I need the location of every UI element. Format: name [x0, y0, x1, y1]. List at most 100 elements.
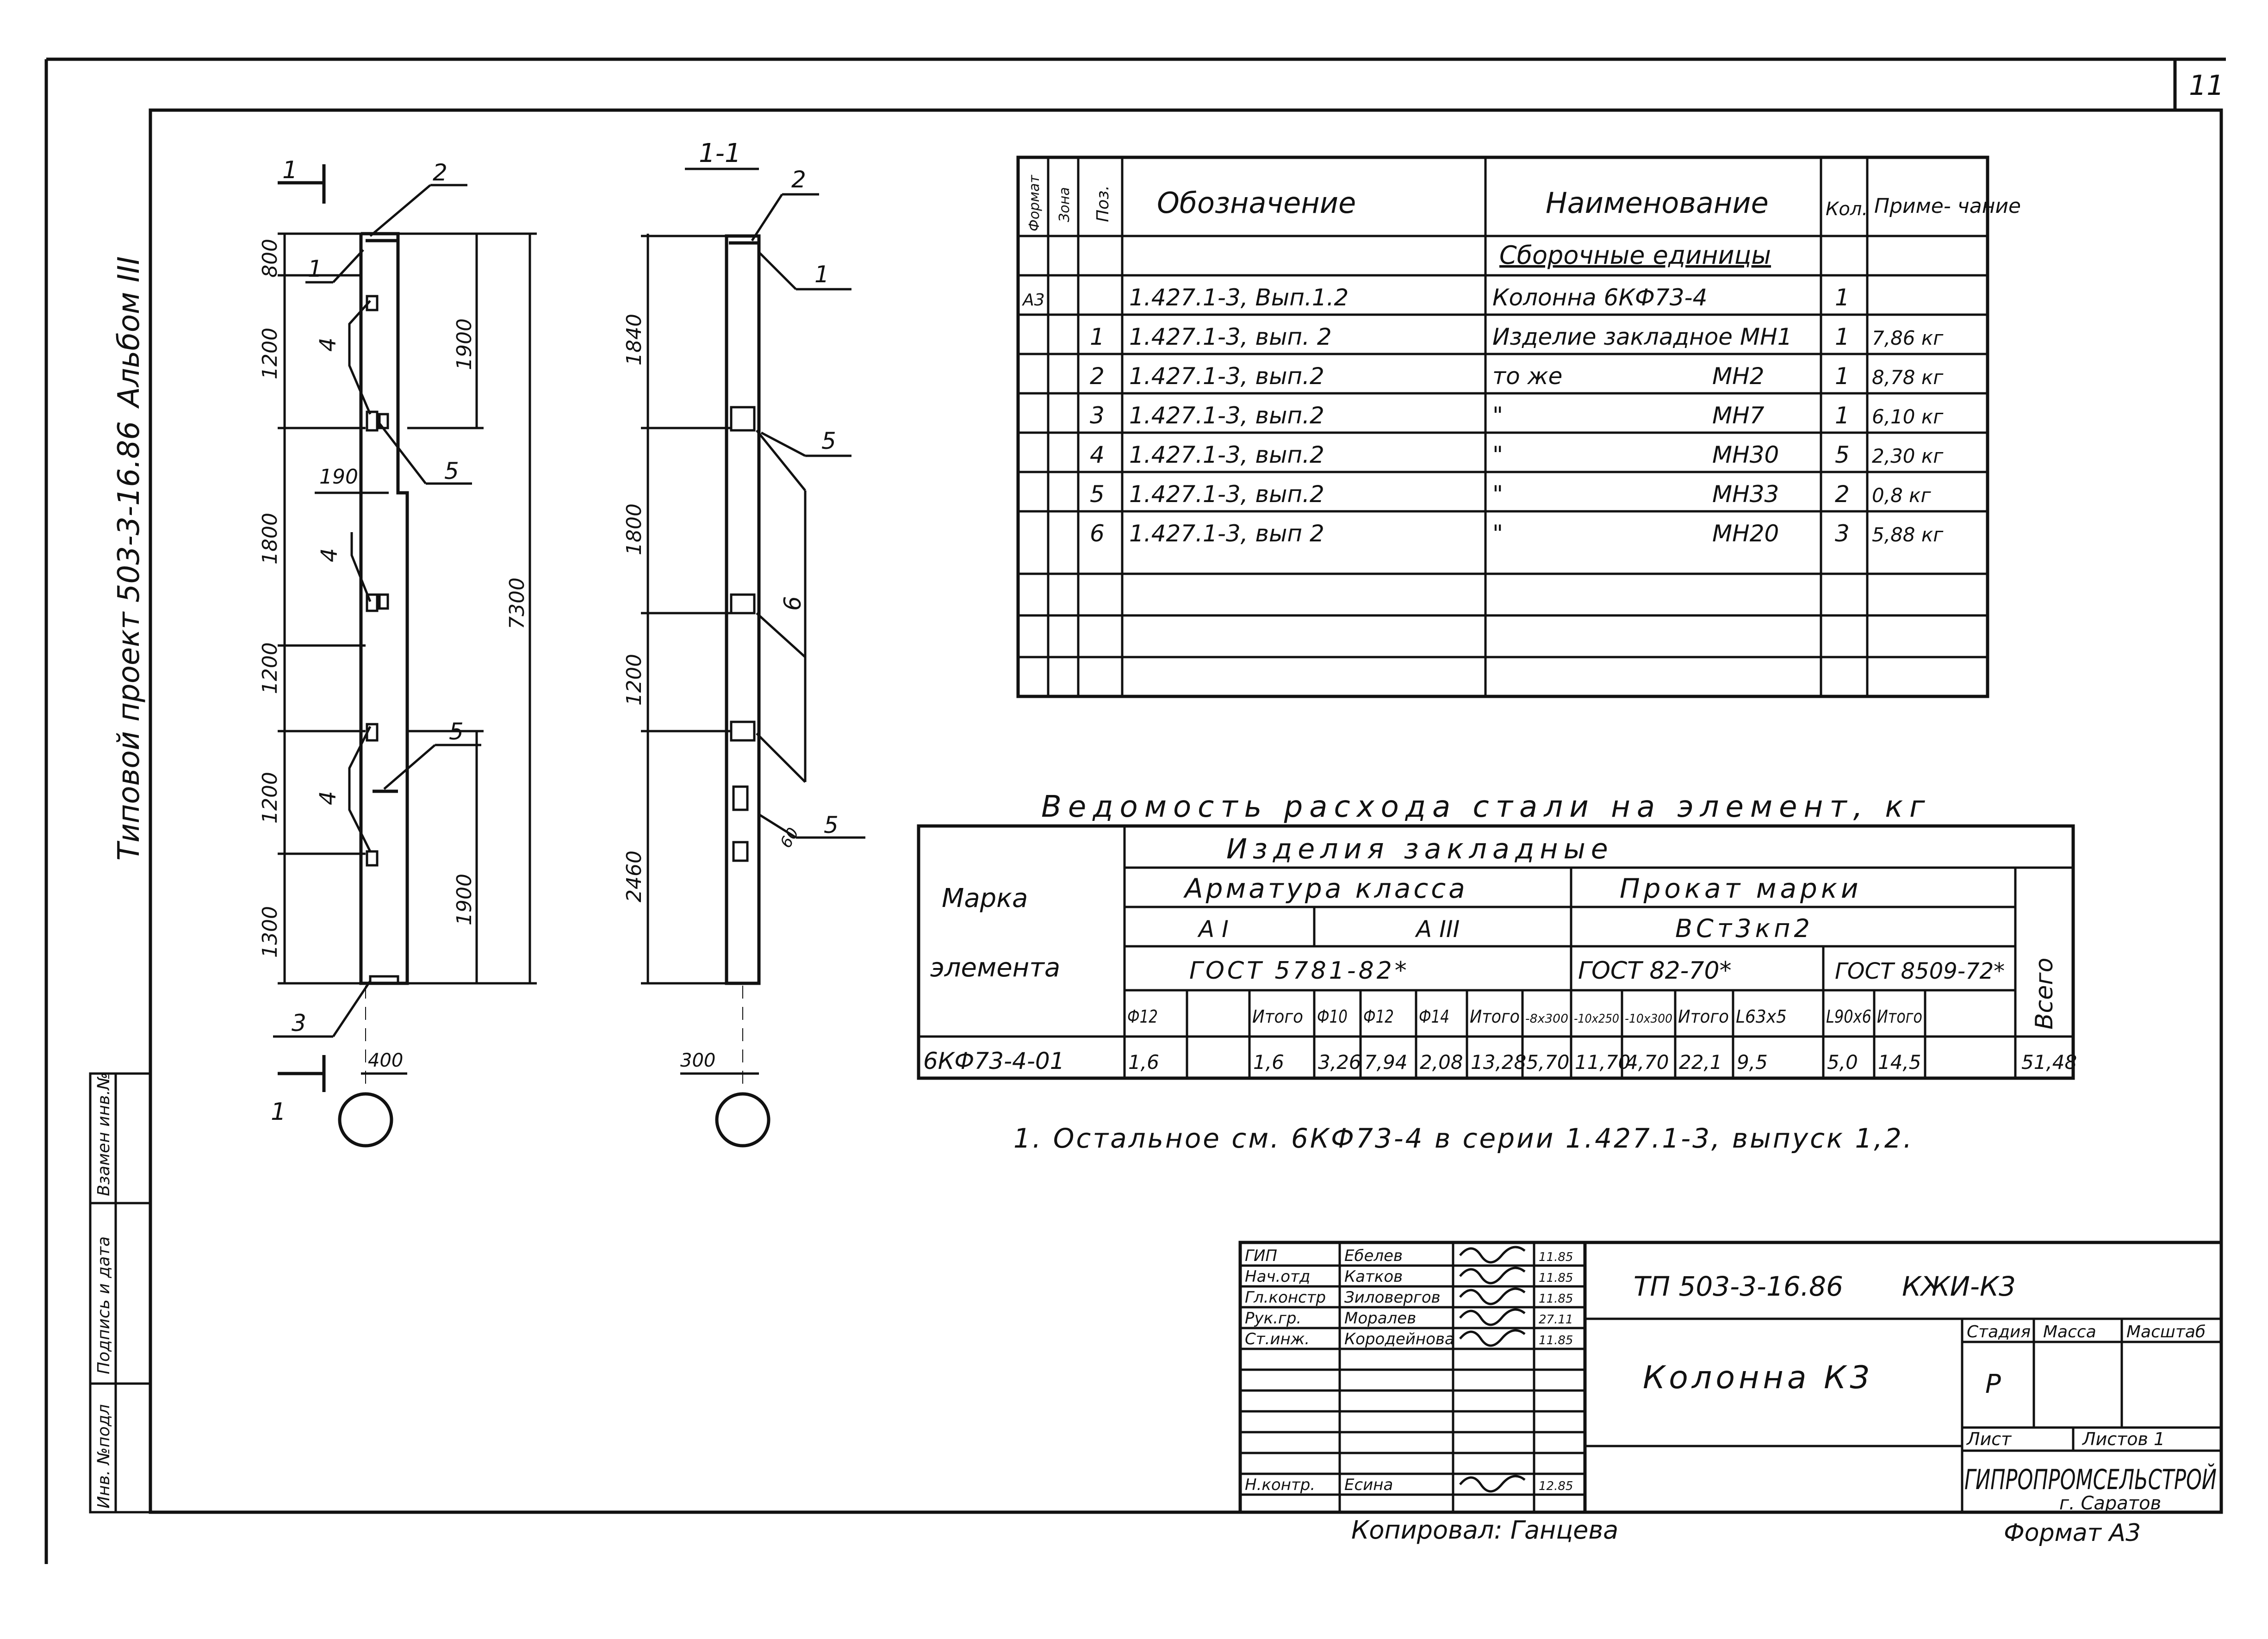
steel-gost1: ГОСТ 5781-82*	[1189, 957, 1410, 985]
spec-mark: МН33	[1712, 481, 1779, 508]
dim-300: 300	[680, 1050, 715, 1071]
callout-4c: 4	[315, 791, 341, 805]
steel-value: 1,6	[1128, 1051, 1159, 1074]
steel-value: 14,5	[1878, 1051, 1921, 1074]
spec-note: 6,10 кг	[1872, 405, 1944, 428]
signature-mark	[1459, 1287, 1526, 1305]
spec-name: "	[1492, 481, 1503, 508]
steel-col-header: L90х6	[1826, 1006, 1871, 1027]
left-margin: Альбом III Типовой проект 503-3-16.86 Ин…	[89, 256, 152, 1514]
signer-date: 11.85	[1539, 1250, 1573, 1264]
spec-code: 1.427.1-3, вып.2	[1129, 481, 1324, 508]
signer-name: Моралев	[1344, 1309, 1416, 1328]
spec-name: "	[1492, 402, 1503, 429]
steel-a1: А I	[1197, 916, 1229, 943]
signer-date: 27.11	[1539, 1313, 1573, 1327]
spec-rows: А3 1.427.1-3, Вып.1.2 Колонна 6КФ73-4 1 1 1.4…	[1022, 284, 1944, 547]
hdr-qty: Кол.	[1826, 199, 1868, 220]
signature-mark	[1459, 1266, 1526, 1285]
callout-4b: 4	[317, 548, 342, 562]
scale-header: Масштаб	[2126, 1322, 2206, 1341]
signer-role: ГИП	[1245, 1247, 1277, 1265]
steel-vst: ВСт3кп2	[1675, 914, 1814, 943]
signer-role: Ст.инж.	[1245, 1330, 1310, 1348]
format-label: Формат А3	[2004, 1519, 2141, 1547]
section-assembly-units: Сборочные единицы	[1499, 241, 1771, 270]
steel-value: 2,08	[1420, 1051, 1463, 1074]
section-mark-top: 1	[282, 156, 298, 184]
signer-date: 11.85	[1539, 1292, 1573, 1306]
column-section-view: 1-1 1840 1800 1200 2460 300 60 2 1 5	[622, 138, 865, 1148]
spec-name: Изделие закладное МН1	[1492, 323, 1792, 350]
steel-row-mark: 6КФ73-4-01	[923, 1048, 1065, 1074]
steel-col-header: Итого	[1877, 1006, 1922, 1027]
steel-value: 51,48	[2021, 1051, 2077, 1074]
dim-1800-sec: 1800	[622, 503, 646, 555]
spec-note: 7,86 кг	[1872, 327, 1944, 349]
spec-qty: 1	[1835, 402, 1850, 429]
dim-1200-sec: 1200	[622, 654, 646, 706]
spec-mark: МН7	[1712, 402, 1765, 429]
signer-name: Кородейнова	[1344, 1330, 1454, 1348]
signer-name: Зиловергов	[1344, 1288, 1441, 1307]
spec-code: 1.427.1-3, вып.2	[1129, 402, 1324, 429]
steel-table-title: Ведомость расхода стали на элемент, кг	[1041, 790, 1932, 824]
dim-1200-a: 1200	[258, 328, 282, 379]
steel-table: Ведомость расхода стали на элемент, кг Ф…	[917, 790, 2077, 1080]
signature-mark	[1459, 1329, 1526, 1347]
hdr-zone: Зона	[1056, 187, 1073, 222]
dim-2460: 2460	[622, 851, 646, 902]
dim-400: 400	[368, 1050, 403, 1071]
steel-izdelia: Изделия закладные	[1226, 833, 1614, 865]
dim-190: 190	[319, 465, 358, 489]
steel-col-header: Итого	[1678, 1006, 1729, 1027]
hdr-note: Приме- чание	[1874, 194, 2021, 218]
sec-callout-5a: 5	[821, 428, 836, 454]
signer-role: Гл.констр	[1245, 1288, 1326, 1307]
drawing-title: Колонна К3	[1643, 1360, 1874, 1396]
signer-name: Есина	[1344, 1476, 1393, 1494]
city: г. Саратов	[2059, 1493, 2161, 1514]
callout-2: 2	[433, 159, 447, 186]
spec-pos: 5	[1090, 481, 1105, 508]
signer-name: Ебелев	[1344, 1247, 1403, 1265]
column-elevation: 1 1 800 1200 1800 1200 1200 1300 1900 73…	[258, 156, 537, 1148]
dim-1200-c: 1200	[258, 772, 282, 824]
spec-name: Колонна 6КФ73-4	[1492, 284, 1707, 311]
hdr-name: Наименование	[1546, 186, 1769, 220]
dim-1840: 1840	[622, 314, 646, 366]
copied-by: Копировал: Ганцева	[1351, 1515, 1618, 1545]
signature-mark	[1459, 1475, 1526, 1493]
steel-col-header: -8х300	[1525, 1012, 1568, 1026]
steel-gost2: ГОСТ 82-70*	[1578, 957, 1732, 985]
spec-mark: МН30	[1712, 441, 1779, 468]
steel-value: 5,0	[1827, 1051, 1858, 1074]
sheets-header: Листов 1	[2082, 1429, 2165, 1449]
spec-qty: 1	[1835, 363, 1850, 390]
sheet-header: Лист	[1966, 1429, 2012, 1449]
spec-table: Формат Зона Поз. Обозначение Наименовани…	[1016, 155, 2021, 698]
dim-800: 800	[258, 239, 282, 278]
spec-pos: 1	[1090, 323, 1105, 350]
sheet-number: 11	[2189, 69, 2224, 102]
hdr-format: Формат	[1026, 174, 1043, 231]
spec-qty: 5	[1835, 441, 1850, 468]
section-mark-bottom: 1	[271, 1098, 286, 1126]
spec-code: 1.427.1-3, вып.2	[1129, 363, 1324, 390]
steel-gost3: ГОСТ 8509-72*	[1835, 958, 2005, 984]
steel-value: 4,70	[1626, 1051, 1669, 1074]
steel-marka: Марка	[942, 883, 1028, 913]
spec-qty: 3	[1835, 520, 1850, 547]
album-label: Альбом III	[112, 256, 146, 409]
sec-callout-5b: 5	[824, 812, 839, 838]
spec-pos: 3	[1090, 402, 1105, 429]
callout-5a: 5	[444, 458, 459, 484]
spec-code: 1.427.1-3, вып 2	[1129, 520, 1324, 547]
spec-format: А3	[1022, 291, 1045, 310]
spec-code: 1.427.1-3, Вып.1.2	[1129, 284, 1348, 311]
steel-value: 5,70	[1526, 1051, 1570, 1074]
callout-3: 3	[292, 1010, 306, 1037]
